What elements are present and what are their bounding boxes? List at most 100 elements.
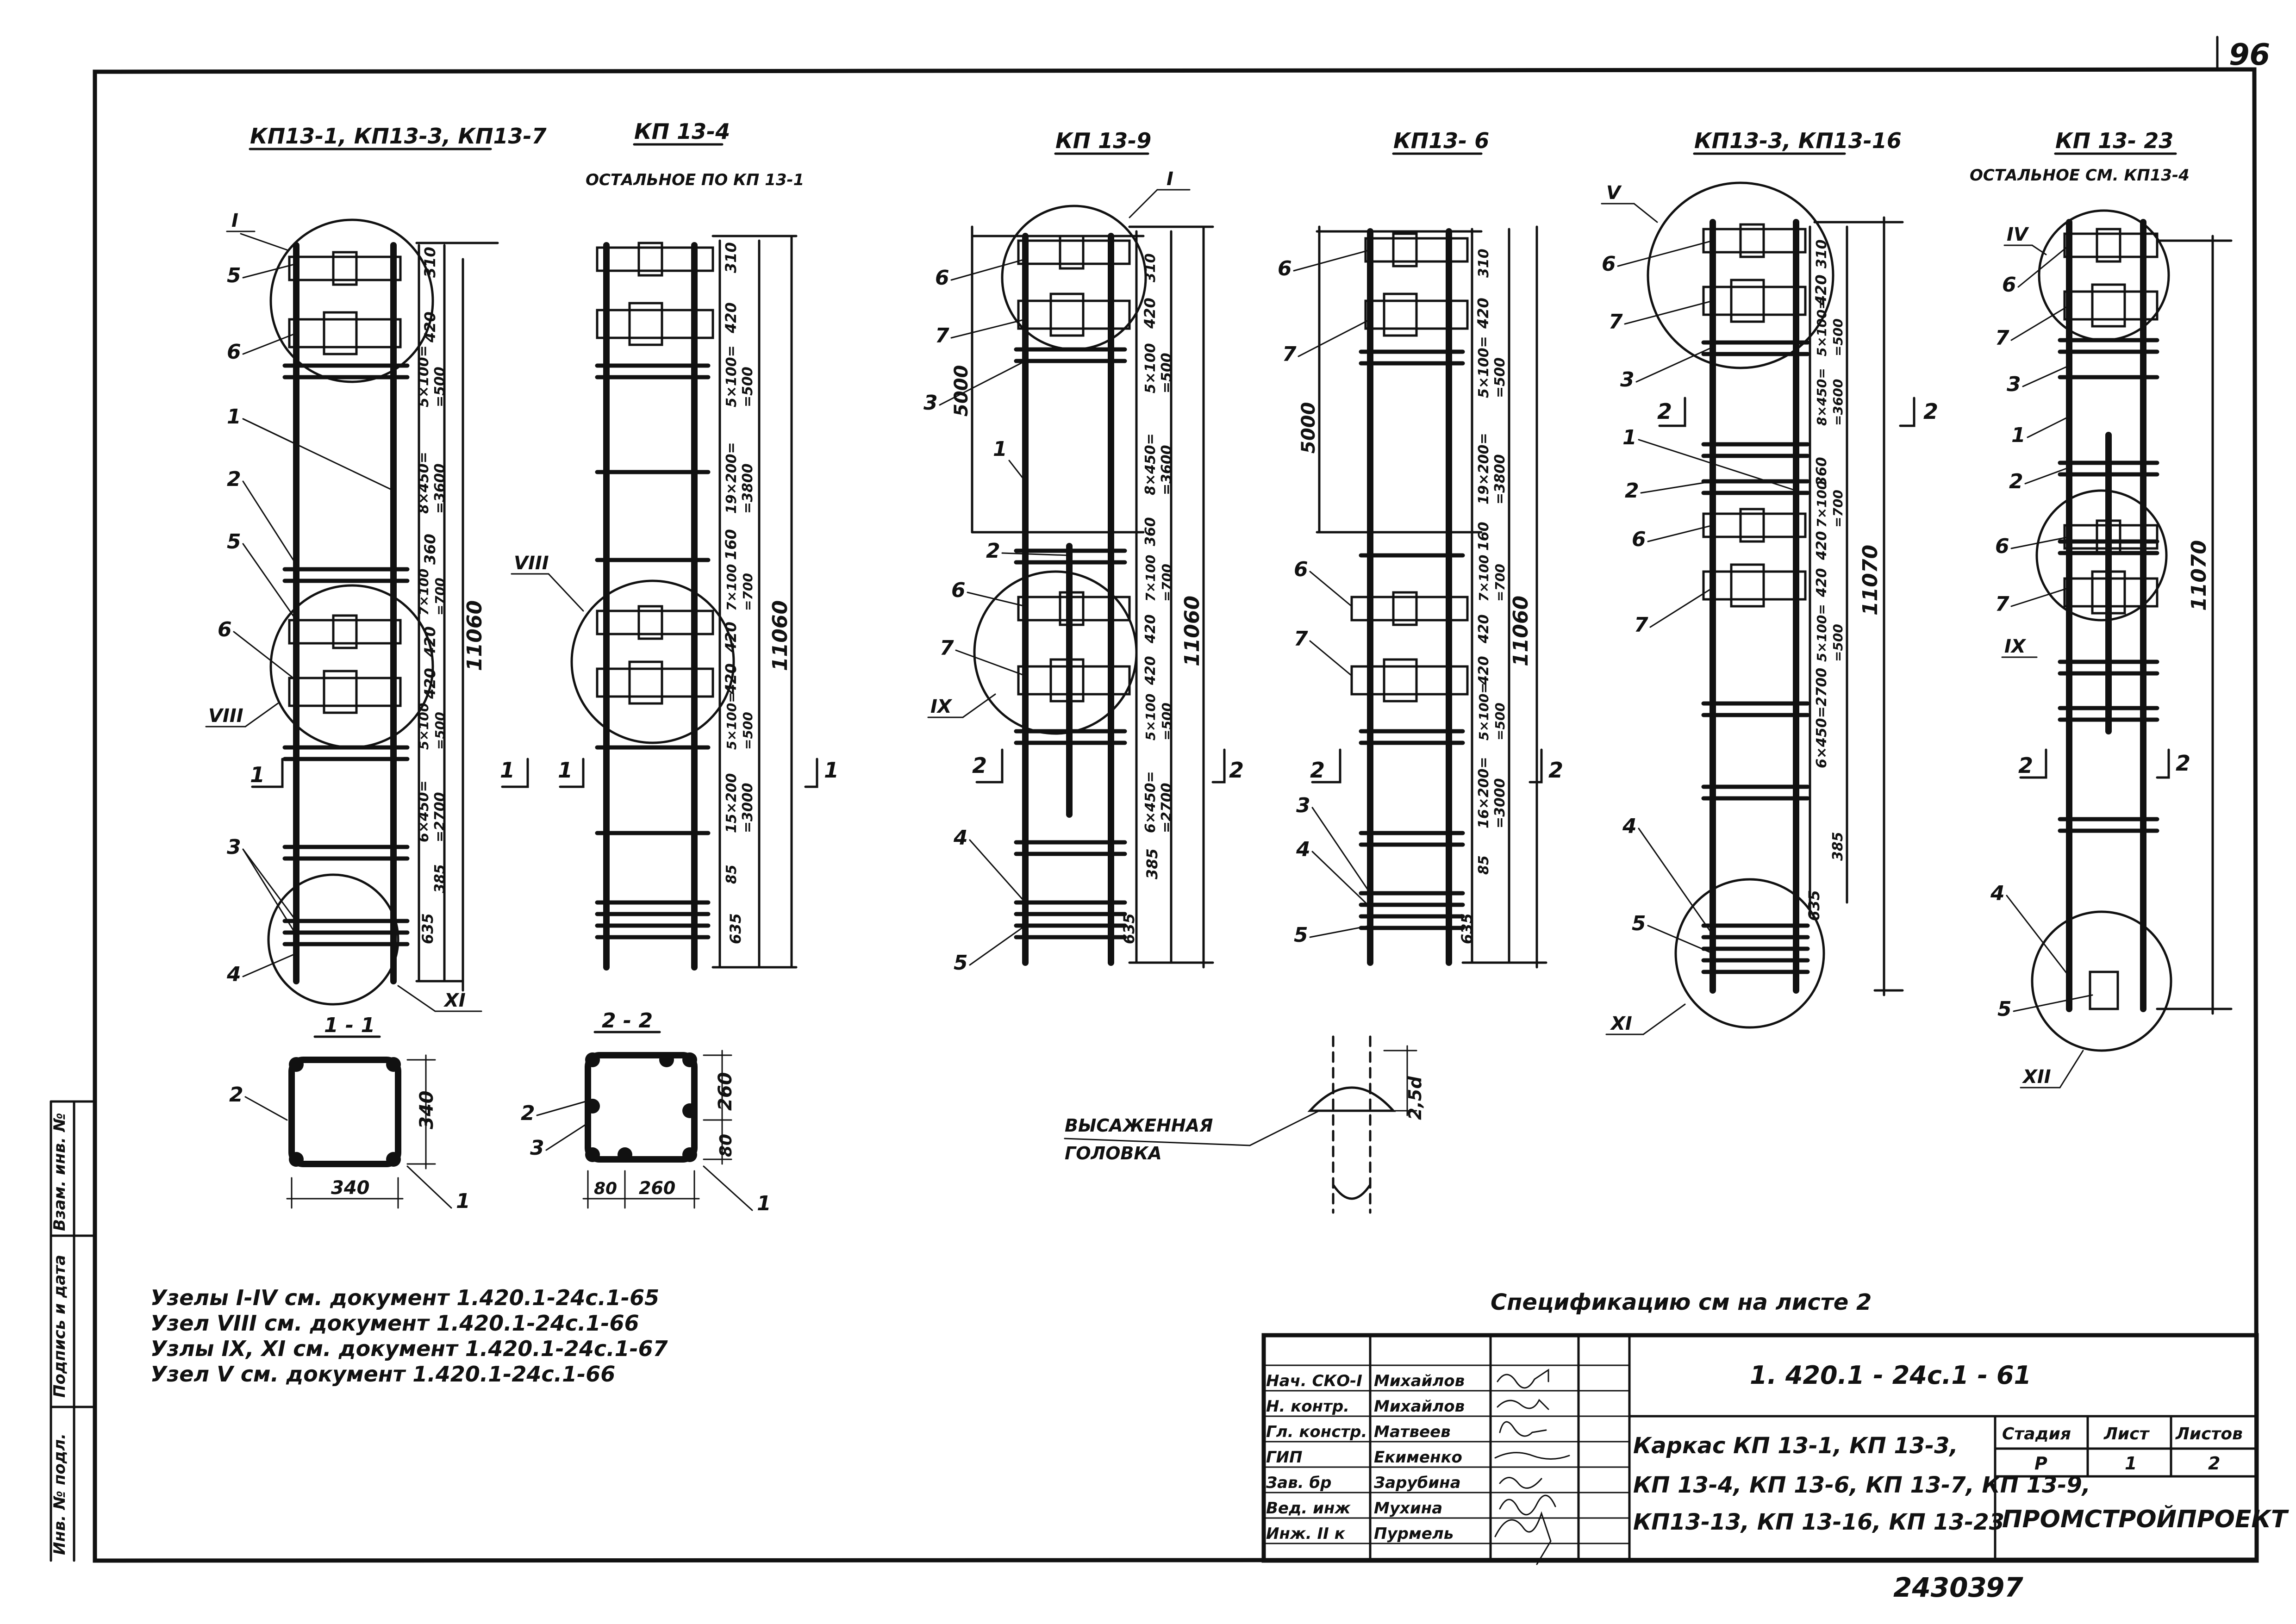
callout-6b-c1: 6: [218, 618, 232, 641]
section-2-title: 2 - 2: [602, 1009, 653, 1033]
section-mark-5b: 2: [1923, 399, 1938, 424]
dim-3-14: =2700: [1159, 783, 1175, 833]
node-I-c1: I: [231, 210, 238, 231]
dim-3-15: 385: [1143, 848, 1161, 879]
dim-1-6: 360: [421, 534, 439, 565]
callout-5-c4: 5: [1294, 923, 1308, 947]
callout-6-c5: 6: [1602, 252, 1616, 276]
sheets-head: Листов: [2175, 1425, 2243, 1444]
dim-2-2: 5×100=: [724, 345, 740, 407]
section-mark-6a: 2: [2018, 753, 2033, 778]
node-XI-c1: XI: [443, 990, 466, 1011]
dim-1-3: =500: [432, 367, 448, 407]
dim-2-0: 310: [722, 242, 740, 273]
dim-1-13: 6×450=: [416, 780, 432, 842]
section-mark-1a: 1: [250, 762, 265, 787]
notes: Узелы I-IV см. документ 1.420.1-24с.1-65…: [150, 1285, 668, 1387]
cage-title-1: КП13-1, КП13-3, КП13-7: [250, 124, 547, 149]
total-dim-1: 11060: [463, 600, 487, 671]
callout-4-c4: 4: [1296, 838, 1310, 861]
dim-2-11: 5×100=: [724, 692, 739, 750]
sheet-number: 96: [2229, 38, 2270, 72]
dim-3-1: 420: [1141, 298, 1159, 329]
dim-4-11: 5×100=: [1476, 683, 1491, 740]
dim-5-9: 420: [1814, 531, 1830, 560]
node-V-c5: V: [1606, 182, 1622, 204]
callout-6-c1: 6: [227, 340, 241, 364]
dim-3-11: 5×100: [1143, 694, 1158, 740]
dim-2-16: 635: [727, 913, 744, 944]
note-3: Узлы IX, XI см. документ 1.420.1-24с.1-6…: [150, 1336, 668, 1361]
note-2: Узел VIII см. документ 1.420.1-24с.1-66: [150, 1311, 639, 1336]
dim-3-8: =700: [1159, 564, 1174, 602]
dim-1-4: 8×450=: [416, 452, 432, 514]
section-1-label-1: 1: [456, 1189, 470, 1213]
callout-1-c5: 1: [1622, 426, 1637, 449]
callout-5-c3: 5: [954, 951, 968, 975]
dim-3-3: =500: [1159, 353, 1175, 393]
callout-1-c3: 1: [993, 437, 1007, 461]
dim-4-3: =500: [1492, 357, 1508, 398]
callout-1-c1: 1: [227, 405, 241, 429]
note-1: Узелы I-IV см. документ 1.420.1-24с.1-65: [150, 1285, 659, 1310]
section-mark-5a: 2: [1657, 399, 1672, 424]
callout-4-c6: 4: [1990, 882, 2005, 905]
dim-5-5: =3600: [1830, 379, 1846, 426]
cage-title-5: КП13-3, КП13-16: [1694, 128, 1902, 153]
callout-1-c6: 1: [2011, 423, 2026, 447]
section-mark-2b: 1: [824, 758, 839, 783]
callout-7-c4: 7: [1282, 342, 1297, 366]
callout-6b-c6: 6: [1995, 535, 2009, 558]
section-2-dim-80a: 80: [594, 1179, 617, 1198]
section-mark-1b: 1: [500, 758, 515, 783]
dim-2-6: 160: [722, 529, 740, 560]
node-IV-c6: IV: [2007, 224, 2029, 245]
name-2: Михайлов: [1374, 1397, 1465, 1416]
section-mark-4b: 2: [1548, 758, 1563, 783]
sheet-value: 1: [2125, 1453, 2137, 1474]
sheets-value: 2: [2208, 1453, 2220, 1474]
role-2: Н. контр.: [1266, 1397, 1349, 1416]
node-I-c3: I: [1167, 168, 1173, 190]
section-mark-2a: 1: [558, 758, 573, 783]
callout-6-c3: 6: [935, 266, 949, 290]
dim-2-7: 7×100: [724, 564, 739, 611]
dim-2-5: =3800: [740, 463, 756, 514]
section-1-title: 1 - 1: [324, 1014, 375, 1037]
dim-3-4: 8×450=: [1142, 433, 1159, 495]
node-VIII-c2: VIII: [514, 553, 549, 574]
cage-kp13-1: КП13-1, КП13-3, КП13-7 11060 310 420 5×1…: [249, 124, 547, 1006]
head-label-1: ВЫСАЖЕННАЯ: [1065, 1115, 1213, 1136]
title-line-2: КП 13-4, КП 13-6, КП 13-7, КП 13-9,: [1633, 1472, 2090, 1498]
dim-2-12: =500: [740, 712, 755, 750]
name-5: Зарубина: [1373, 1474, 1461, 1492]
name-3: Матвеев: [1374, 1423, 1451, 1441]
side-label-replace: Взам. инв. №: [50, 1113, 69, 1231]
title-line-1: Каркас КП 13-1, КП 13-3,: [1633, 1433, 1958, 1459]
dim-3-12: =500: [1159, 703, 1174, 740]
cage-title-3: КП 13-9: [1055, 128, 1151, 153]
dim-2-4: 19×200=: [724, 442, 740, 514]
callout-5b-c1: 5: [227, 530, 241, 554]
total-dim-4: 11060: [1509, 596, 1533, 666]
cage-kp13-6: КП13- 6 11060 5000 310 420 5×100= =5: [1298, 128, 1563, 969]
section-1-1: 1 - 1 340 340 2 1: [229, 1014, 470, 1213]
cage-kp13-9: КП 13-9 11060 5000 310 4: [951, 128, 1244, 969]
role-3: Гл. констр.: [1266, 1423, 1367, 1441]
section-2-label-2: 2: [521, 1101, 535, 1125]
name-6: Мухина: [1374, 1499, 1442, 1518]
dim-5-0: 310: [1814, 239, 1830, 268]
node-IX-c3: IX: [930, 696, 953, 717]
dim-3-2: 5×100: [1142, 343, 1159, 393]
dim-5-11: 5×100=: [1814, 604, 1829, 662]
dim-1-5: =3600: [432, 463, 448, 514]
dim-3-17: 5000: [951, 365, 972, 417]
section-2-2: 2 - 2 80 260 260 80 2 3 1: [521, 1009, 771, 1215]
cage-kp13-23: КП 13- 23 ОСТАЛЬНОЕ СМ. КП13-4 11070: [1970, 128, 2233, 1052]
dim-3-0: 310: [1142, 253, 1159, 282]
dim-4-8: =700: [1492, 564, 1508, 602]
dim-2-13: 15×200: [724, 773, 740, 833]
name-4: Екименко: [1374, 1448, 1462, 1467]
dim-5-6: 360: [1814, 457, 1830, 486]
cage-kp13-3-16: КП13-3, КП13-16 11070 310 420: [1647, 128, 1938, 1029]
